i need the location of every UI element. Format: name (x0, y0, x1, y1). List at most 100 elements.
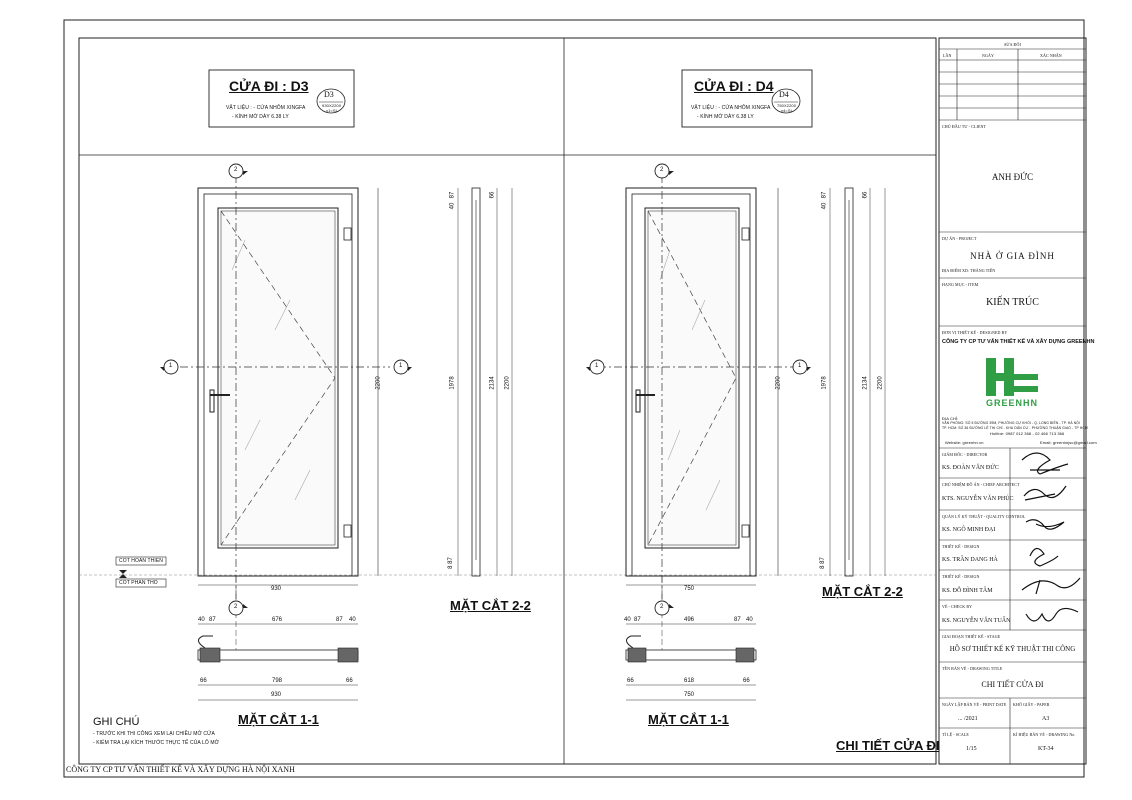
d3-title: CỬA ĐI : D3 (229, 78, 309, 94)
d4-plan-d: 40 (746, 617, 753, 623)
scale-label: TỈ LỆ - SCALE (942, 732, 969, 737)
drawing-label: TÊN BẢN VẼ - DRAWING TITLE (942, 666, 1003, 671)
d3-dim-top3: 66 (489, 191, 496, 199)
door-elevation-d3 (180, 175, 513, 701)
axis-label: 2 (234, 167, 238, 173)
d3-plan-b: 87 (209, 617, 216, 623)
d4-section-a-label: MẶT CẮT 1-1 (648, 712, 729, 727)
d4-tag-count: x4=SL (781, 108, 793, 113)
d3-section-b-label: MẶT CẮT 2-2 (450, 598, 531, 613)
axis-label: 1 (169, 363, 173, 369)
signatures (1021, 452, 1081, 622)
role-name: KS. ĐOÀN VĂN ĐỨC (942, 465, 999, 471)
d3-plan-d: 40 (349, 617, 356, 623)
role-label: CHỦ NHIỆM ĐỒ ÁN - CHIEF ARCHITECT (942, 482, 1020, 487)
notes-line-1: - TRƯỚC KHI THI CÔNG XEM LẠI CHIỀU MỞ CỬ… (93, 731, 215, 737)
paper-label: KHỔ GIẤY - PAPER (1013, 702, 1050, 707)
rev-col-1: LẦN (943, 53, 952, 58)
sheet-title: CHI TIẾT CỬA ĐI (836, 738, 940, 753)
notes-line-2: - KIỂM TRA LẠI KÍCH THƯỚC THỰC TẾ CỦA LỖ… (93, 740, 220, 746)
drawing-name: CHI TIẾT CỬA ĐI (981, 680, 1044, 689)
role-label: VẼ - CHECK BY (942, 604, 973, 609)
stage-name: HỒ SƠ THIẾT KẾ KỸ THUẬT THI CÔNG (949, 645, 1076, 653)
axis-label: 1 (595, 363, 599, 369)
role-label: QUẢN LÝ KỸ THUẬT - QUALITY CONTROL (942, 514, 1026, 519)
project-label: DỰ ÁN - PROJECT (942, 236, 977, 241)
inner-border (78, 37, 937, 765)
revision-header: SỬA ĐỔI (1004, 42, 1021, 47)
d4-plan-b: 87 (634, 617, 641, 623)
d4-title: CỬA ĐI : D4 (694, 78, 774, 94)
d4-tag-code: D4 (779, 90, 789, 99)
scale-value: 1/15 (966, 746, 977, 752)
rev-col-3: XÁC NHẬN (1040, 53, 1062, 58)
date-label: NGÀY LẬP BẢN VẼ - PRINT DATE (942, 702, 1007, 707)
d4-plan-c: 87 (734, 617, 741, 623)
d3-tag-count: x1=SL (326, 108, 338, 113)
d4-plan-f: 66 (743, 678, 750, 684)
axis-label: 1 (399, 363, 403, 369)
d4-material-2: - KÍNH MỜ DÀY 6.38 LY (697, 114, 754, 120)
project-name: NHÀ Ở GIA ĐÌNH (970, 251, 1055, 261)
d3-dim-frame: 2134 (489, 376, 496, 390)
d4-plan-a: 40 (624, 617, 631, 623)
axis-label: 2 (234, 604, 238, 610)
d3-material-1: VẬT LIỆU : - CỬA NHÔM XINGFA (226, 105, 306, 111)
d4-dim-glass: 1978 (821, 376, 828, 390)
role-name: KS. NGÔ MINH ĐẠI (942, 527, 996, 533)
d4-section-b-label: MẶT CẮT 2-2 (822, 584, 903, 599)
stage-label: GIAI ĐOẠN THIẾT KẾ - STAGE (942, 634, 1001, 639)
axis-markers (163, 163, 808, 616)
d4-dim-height: 2200 (775, 376, 782, 390)
d3-dim-height-2: 2200 (504, 376, 511, 390)
role-name: KS. ĐỖ ĐÌNH TÂM (942, 588, 993, 594)
d4-dim-width: 750 (684, 586, 695, 592)
d3-section-a-label: MẶT CẮT 1-1 (238, 712, 319, 727)
d4-material-1: VẬT LIỆU : - CỬA NHÔM XINGFA (691, 105, 771, 111)
d4-dim-top2: 40 (821, 202, 828, 210)
d3-tag-size: 930X2200 (322, 103, 342, 108)
role-name: KS. NGUYỄN VĂN TUẤN (942, 618, 1011, 624)
d3-plan-c: 87 (336, 617, 343, 623)
footer-company: CÔNG TY CP TƯ VẤN THIẾT KẾ VÀ XÂY DỰNG H… (66, 765, 295, 774)
sheet-border (63, 19, 1085, 778)
door-elevation-d4 (598, 175, 886, 701)
axis-label: 2 (660, 604, 664, 610)
notes-title: GHI CHÚ (93, 716, 140, 728)
discipline-name: KIẾN TRÚC (986, 297, 1039, 308)
d4-plan-inner: 618 (684, 678, 695, 684)
address-line-3: TP. HCM: SỐ 36 ĐƯỜNG LÊ THỊ CHÍ - KHU DÂ… (942, 426, 1088, 430)
paper-size: A3 (1042, 716, 1050, 722)
drawing-number: KT-34 (1038, 746, 1054, 752)
level-finish-label: COT HOAN THIEN (119, 558, 163, 564)
d3-plan-mid: 676 (272, 617, 283, 623)
axis-label: 2 (660, 167, 664, 173)
d3-plan-inner: 798 (272, 678, 283, 684)
website: Website: greenhn.vn (945, 440, 984, 445)
owner-label: CHỦ ĐẦU TƯ - CLIENT (942, 124, 987, 129)
d3-plan-f: 66 (346, 678, 353, 684)
d4-dim-height-2: 2200 (877, 376, 884, 390)
d4-plan-e: 66 (627, 678, 634, 684)
level-rough-label: COT PHAN THO (119, 580, 158, 586)
address-label: ĐỊA CHỈ: (942, 416, 959, 421)
role-label: THIẾT KẾ - DESIGN (942, 574, 980, 579)
d4-tag-size: 750X2200 (777, 103, 797, 108)
d3-material-2: - KÍNH MỜ DÀY 6.38 LY (232, 114, 289, 120)
d3-dim-top2: 40 (449, 202, 456, 210)
d4-dim-top3: 66 (862, 191, 869, 199)
role-name: KS. TRẦN DANG HÀ (942, 557, 998, 563)
logo-text: GREENHN (986, 398, 1039, 408)
role-name: KTS. NGUYỄN VĂN PHÚC (942, 496, 1014, 502)
d3-plan-a: 40 (198, 617, 205, 623)
d3-dim-height: 2200 (375, 376, 382, 390)
email: Email: greenhnjsc@gmail.com (1040, 440, 1097, 445)
axis-label: 1 (798, 363, 802, 369)
d3-plan-total: 930 (271, 692, 282, 698)
role-label: GIÁM ĐỐC - DIRECTOR (942, 452, 988, 457)
rev-col-2: NGÀY (982, 53, 994, 58)
d4-plan-mid: 496 (684, 617, 695, 623)
d4-plan-total: 750 (684, 692, 695, 698)
d3-dim-top1: 87 (449, 191, 456, 199)
